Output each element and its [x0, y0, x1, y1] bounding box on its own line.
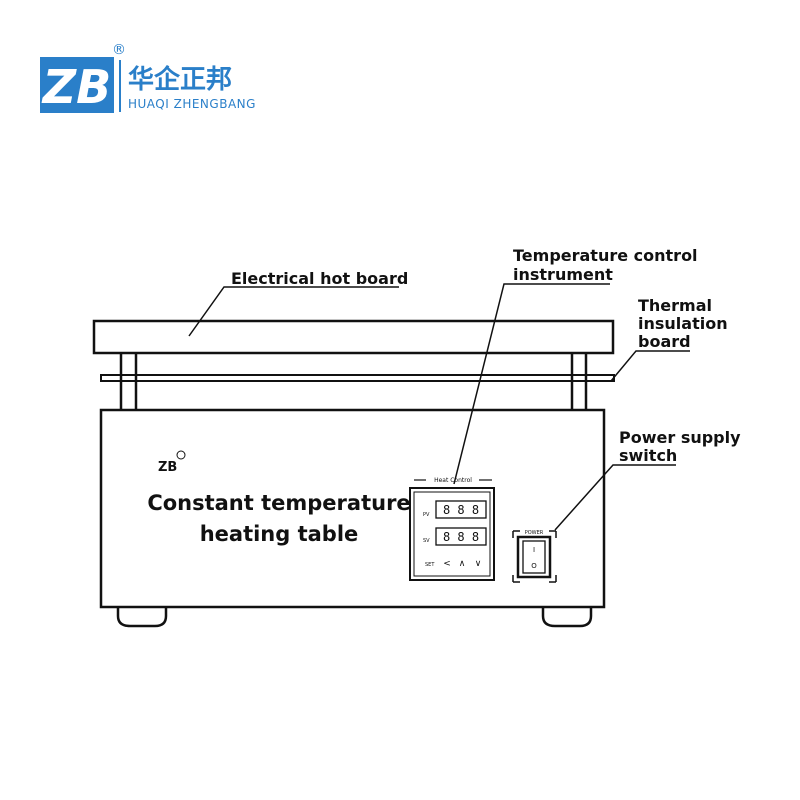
power-switch: POWER I O — [512, 530, 557, 583]
label-thermal-line3: board — [638, 332, 691, 351]
label-power-line1: Power supply — [619, 428, 741, 447]
switch-off-mark: O — [531, 562, 537, 570]
label-temp-control-line1: Temperature control — [513, 246, 698, 265]
set-key-label: SET — [425, 562, 435, 568]
controller-frame-outer — [409, 487, 495, 581]
switch-bracket-tr — [549, 530, 557, 538]
device-title-line2: heating table — [200, 522, 359, 546]
registered-mark: ® — [112, 42, 126, 58]
label-thermal-line2: insulation — [638, 314, 728, 333]
switch-housing — [516, 535, 552, 579]
switch-rocker — [522, 540, 546, 574]
switch-bracket-tl — [512, 530, 520, 538]
switch-on-mark: I — [533, 546, 535, 554]
badge-registered-icon — [176, 450, 186, 460]
leader-power — [554, 464, 676, 531]
sv-label: SV — [423, 538, 430, 544]
leader-hot-board — [188, 286, 399, 337]
temperature-controller: Heat Control PV 8 8 8 SV 8 8 8 SET < ∧ ∨ — [409, 477, 495, 581]
leader-thermal — [610, 350, 690, 382]
brand-name-cn: 华企正邦 — [128, 64, 232, 95]
pv-display — [435, 500, 487, 519]
brand-logo: ZB ® 华企正邦 HUAQI ZHENGBANG — [40, 42, 256, 114]
down-key: ∨ — [475, 559, 482, 569]
switch-bracket-bl — [512, 575, 520, 583]
device-title-line1: Constant temperature — [147, 491, 410, 515]
callouts: Electrical hot board Temperature control… — [188, 246, 741, 531]
electrical-hot-board — [92, 319, 615, 355]
foot-left — [116, 607, 168, 628]
pv-label: PV — [423, 512, 430, 518]
controller-frame-inner — [413, 491, 491, 577]
pv-digits: 8 8 8 — [443, 503, 479, 517]
sv-display — [435, 527, 487, 546]
sv-digits: 8 8 8 — [443, 530, 479, 544]
thermal-insulation-board — [100, 374, 615, 382]
left-key: < — [443, 559, 451, 569]
logo-mark: ZB — [41, 60, 111, 114]
label-power-line2: switch — [619, 446, 677, 465]
label-thermal-line1: Thermal — [638, 296, 712, 315]
device-body — [99, 408, 606, 609]
label-hot-board: Electrical hot board — [231, 269, 408, 288]
switch-bracket-br — [549, 575, 557, 583]
leader-temp-control — [453, 283, 610, 485]
brand-name-en: HUAQI ZHENGBANG — [128, 97, 256, 111]
foot-right — [541, 607, 593, 628]
label-temp-control-line2: instrument — [513, 265, 613, 284]
power-switch-label: POWER — [525, 530, 544, 536]
controller-header: Heat Control — [434, 477, 472, 484]
up-key: ∧ — [459, 559, 466, 569]
device-badge: ZB — [158, 460, 177, 475]
logo-mark-background — [40, 57, 114, 113]
heating-table-device: ZB Constant temperature heating table He… — [92, 319, 615, 628]
